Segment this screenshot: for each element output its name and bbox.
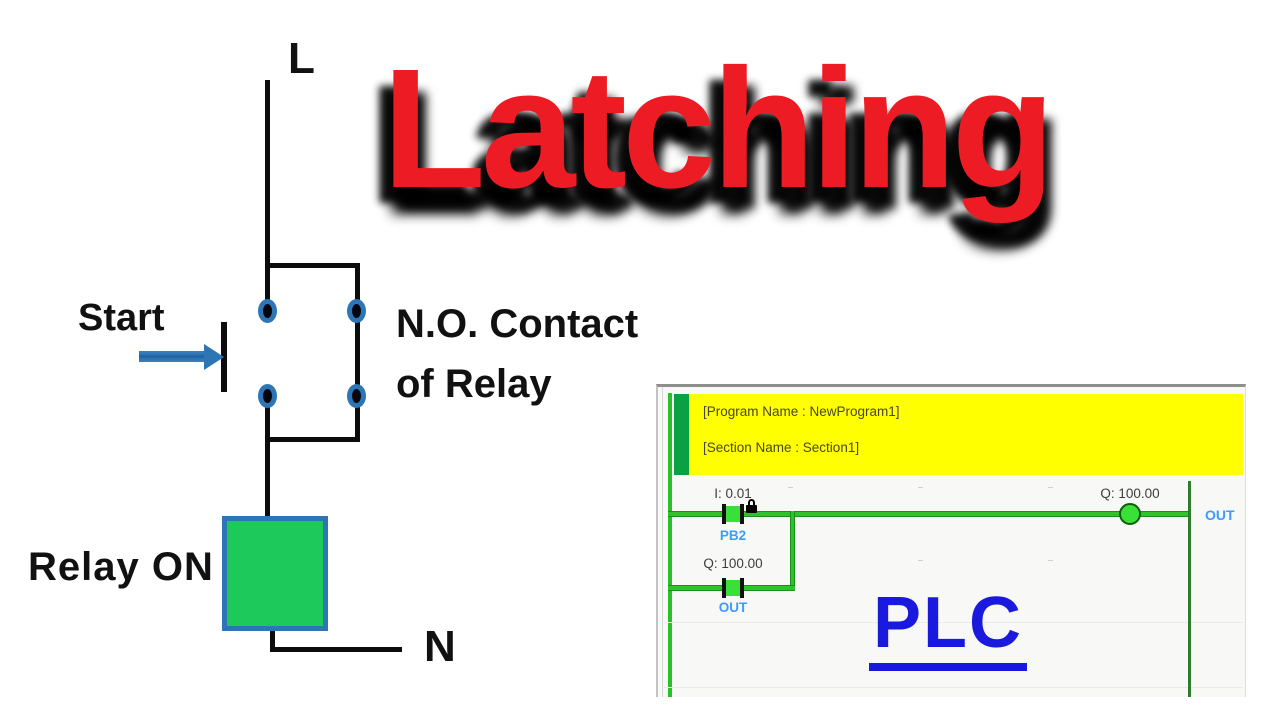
rung1-contact-address: I: 0.01	[714, 486, 752, 501]
wire-main-vertical	[265, 80, 270, 266]
section-name-text: [Section Name : Section1]	[703, 440, 860, 455]
grid-tick	[918, 560, 923, 561]
terminal-dot-bottom-left	[258, 384, 277, 408]
press-arrow-shaft	[139, 351, 205, 362]
lock-icon-body	[746, 505, 757, 513]
plc-software-window: [Program Name : NewProgram1] [Section Na…	[656, 384, 1246, 697]
wire-right-middle	[355, 320, 360, 390]
press-arrow-icon	[204, 344, 224, 370]
no-contact-label-line1: N.O. Contact	[396, 302, 639, 346]
wire-left-upper	[265, 263, 270, 303]
relay-on-label: Relay ON	[28, 545, 214, 589]
output-coil-address: Q: 100.00	[1100, 486, 1160, 501]
terminal-dot-top-left	[258, 299, 277, 323]
parallel-branch-line	[790, 511, 795, 591]
grid-tick	[788, 487, 793, 488]
terminal-dot-top-right	[347, 299, 366, 323]
rung1-power-line	[668, 511, 1188, 517]
wire-coil-out	[270, 630, 275, 652]
relay-coil-box	[222, 516, 328, 631]
wire-branch-top	[265, 263, 360, 268]
grid-row-line	[664, 622, 1243, 623]
line-terminal-label: L	[288, 34, 315, 83]
branch-contact-symbol: OUT	[718, 600, 748, 615]
lock-icon	[748, 499, 755, 506]
output-coil-symbol: OUT	[1205, 507, 1235, 523]
plc-watermark: PLC	[798, 587, 1098, 671]
wire-to-neutral	[270, 647, 402, 652]
output-coil-icon[interactable]	[1119, 503, 1141, 525]
wire-branch-bottom	[265, 437, 360, 442]
wire-right-upper	[355, 263, 360, 305]
no-contact-label-line2: of Relay	[396, 362, 552, 406]
wire-right-lower	[355, 402, 360, 442]
window-left-margin-line	[662, 387, 663, 697]
rung-banner-tab	[674, 394, 689, 475]
terminal-dot-bottom-right	[347, 384, 366, 408]
neutral-terminal-label: N	[424, 622, 456, 671]
grid-tick	[1048, 560, 1053, 561]
wire-to-coil	[265, 442, 270, 517]
ladder-left-power-rail	[668, 393, 672, 697]
branch-contact-energized-fill[interactable]	[726, 580, 740, 596]
rung1-contact-left-bar[interactable]	[722, 504, 726, 524]
start-button-label: Start	[78, 297, 165, 339]
program-section-banner[interactable]: [Program Name : NewProgram1] [Section Na…	[689, 394, 1243, 475]
rung1-contact-energized-fill[interactable]	[726, 506, 740, 522]
program-name-text: [Program Name : NewProgram1]	[703, 404, 900, 419]
branch-contact-address: Q: 100.00	[703, 556, 763, 571]
branch-contact-right-bar[interactable]	[740, 578, 744, 598]
wire-left-lower	[265, 404, 270, 442]
branch-contact-left-bar[interactable]	[722, 578, 726, 598]
rung1-contact-symbol: PB2	[719, 528, 747, 543]
page-title: Latching	[382, 34, 1055, 224]
push-button-actuator	[221, 322, 227, 392]
grid-tick	[1048, 487, 1053, 488]
grid-row-line	[664, 687, 1243, 688]
grid-tick	[918, 487, 923, 488]
ladder-right-power-rail	[1188, 481, 1191, 697]
rung1-contact-right-bar[interactable]	[740, 504, 744, 524]
